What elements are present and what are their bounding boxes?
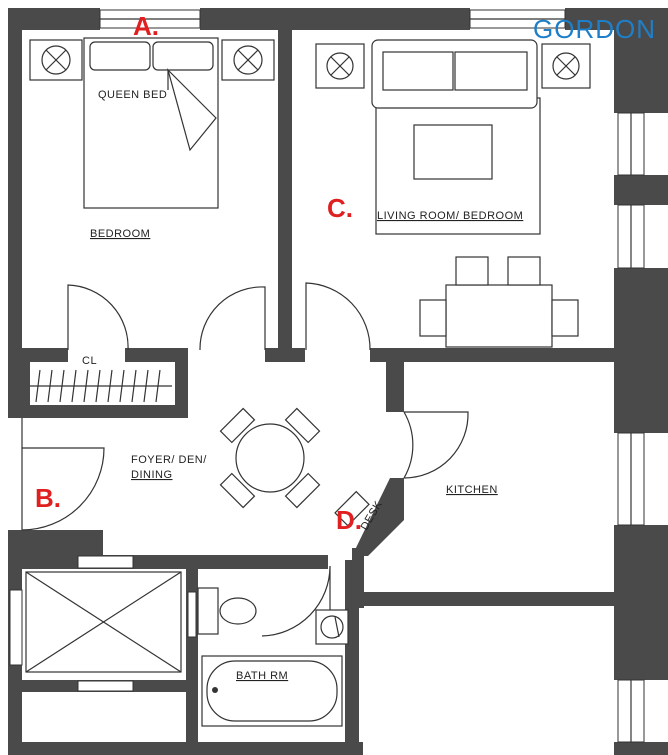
queen-bed-label: QUEEN BED	[98, 89, 167, 101]
bedroom: QUEEN BED BEDROOM	[29, 37, 275, 351]
closet: CL	[30, 355, 175, 405]
toilet-tank	[197, 587, 219, 635]
foyer-label-line2: DINING	[131, 469, 173, 481]
bedroom-label: BEDROOM	[90, 228, 150, 240]
coffee-table	[413, 124, 493, 180]
foyer-label-line1: FOYER/ DEN/	[131, 454, 207, 466]
living-room-label: LIVING ROOM/ BEDROOM	[377, 210, 523, 222]
foyer: FOYER/ DEN/ DINING DESK	[8, 407, 469, 637]
round-table	[235, 423, 305, 493]
dining-table	[445, 284, 553, 348]
bath-label: BATH RM	[236, 670, 288, 682]
marker-b: B.	[35, 483, 61, 513]
windows	[9, 9, 645, 743]
shower	[25, 571, 197, 673]
marker-d: D.	[336, 505, 362, 535]
marker-a: A.	[133, 11, 159, 41]
marker-c: C.	[327, 193, 353, 223]
toilet-bowl	[219, 597, 257, 625]
closet-label: CL	[82, 355, 97, 367]
brand-logo: GORDON	[533, 14, 656, 44]
bathroom: BATH RM	[197, 587, 349, 727]
living-room: LIVING ROOM/ BEDROOM	[305, 39, 591, 351]
kitchen-label: KITCHEN	[446, 484, 498, 496]
